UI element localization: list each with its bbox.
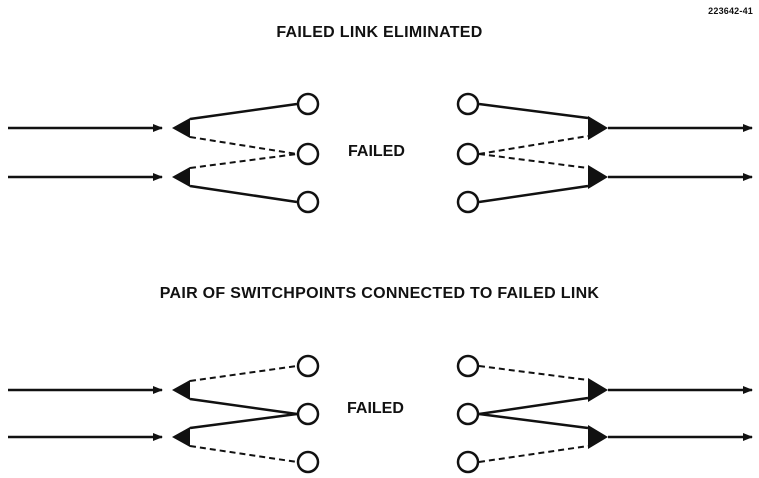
panel-1-left-node bbox=[296, 92, 320, 116]
panel-1-left-link-solid bbox=[189, 102, 298, 121]
panel-2-diagram bbox=[8, 354, 753, 474]
panel-1-failed-label: FAILED bbox=[348, 143, 405, 160]
panel-1-left-link-dashed bbox=[189, 153, 298, 169]
panel-1-right-switchpoint-top bbox=[588, 116, 608, 140]
figure-id: 223642-41 bbox=[708, 6, 753, 16]
panel-2-right-node bbox=[456, 450, 480, 474]
panel-2-title: PAIR OF SWITCHPOINTS CONNECTED TO FAILED… bbox=[159, 285, 600, 302]
panel-2-left-link-dashed bbox=[189, 445, 298, 463]
panel-2-left-switchpoint-bottom bbox=[172, 427, 190, 447]
panel-1-left-link-dashed bbox=[189, 136, 298, 155]
panel-2-right-node bbox=[456, 354, 480, 378]
panel-1-right-node-failed bbox=[456, 142, 480, 166]
panel-2-left-node bbox=[296, 354, 320, 378]
panel-1-left-switchpoint-top bbox=[172, 118, 190, 138]
panel-2-failed-label: FAILED bbox=[347, 400, 404, 417]
panel-1-left-node-failed bbox=[296, 142, 320, 166]
panel-2-left-node bbox=[296, 450, 320, 474]
panel-1-diagram bbox=[8, 92, 753, 214]
panel-2-right-link-dashed bbox=[478, 365, 589, 381]
panel-2-left-node-failed bbox=[296, 402, 320, 426]
panel-2-right-link-solid bbox=[478, 396, 589, 416]
panel-1-left-link-solid bbox=[189, 184, 298, 204]
panel-2-left-link-solid bbox=[189, 397, 298, 416]
panel-2-right-node-failed bbox=[456, 402, 480, 426]
panel-1-right-link-dashed bbox=[478, 135, 589, 155]
panel-1-left-node bbox=[296, 190, 320, 214]
panel-2-left-link-dashed bbox=[189, 365, 298, 382]
panel-1-left-switchpoint-bottom bbox=[172, 167, 190, 187]
panel-1-title: FAILED LINK ELIMINATED bbox=[276, 24, 483, 41]
panel-2-right-link-solid bbox=[478, 412, 589, 430]
panel-2-right-switchpoint-bottom bbox=[588, 425, 608, 449]
panel-2-left-switchpoint-top bbox=[172, 380, 190, 400]
panel-1-right-switchpoint-bottom bbox=[588, 165, 608, 189]
panel-1-right-node bbox=[456, 190, 480, 214]
panel-2-left-link-solid bbox=[189, 412, 298, 430]
panel-1-right-link-solid bbox=[478, 184, 589, 204]
panel-1-right-link-dashed bbox=[478, 153, 589, 169]
panel-2-right-link-dashed bbox=[478, 445, 589, 463]
panel-1-right-node bbox=[456, 92, 480, 116]
panel-2-right-switchpoint-top bbox=[588, 378, 608, 402]
panel-1-right-link-solid bbox=[478, 102, 589, 120]
